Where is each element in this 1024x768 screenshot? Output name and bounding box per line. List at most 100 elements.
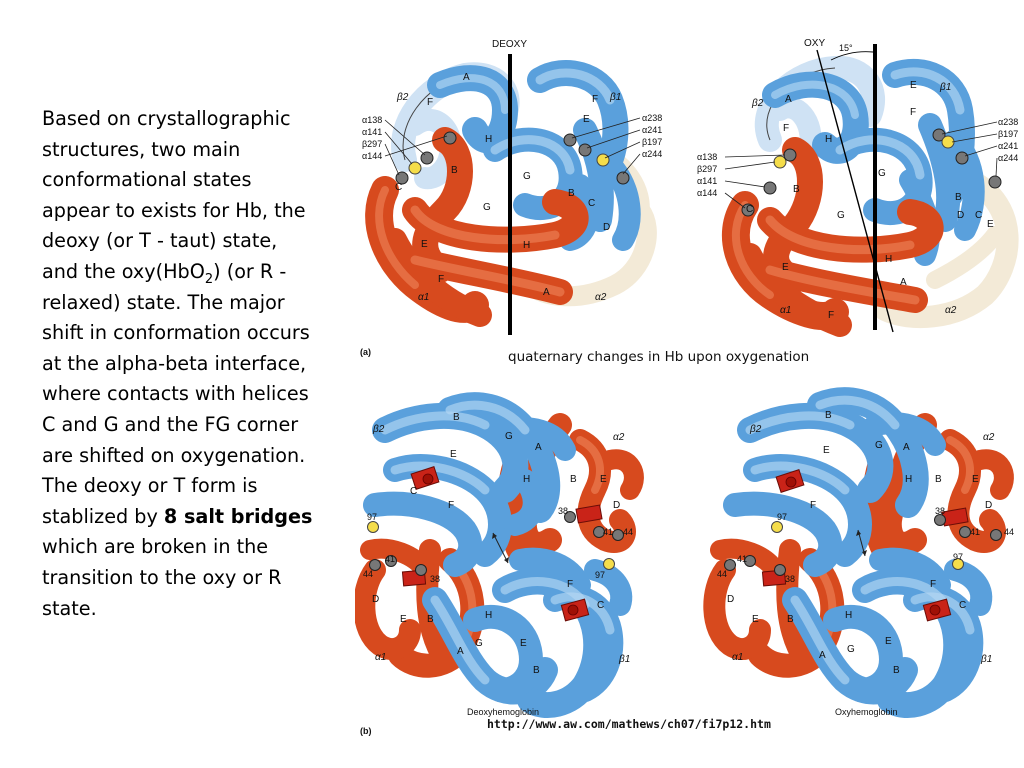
residue-dot <box>959 526 971 538</box>
helix-label: B <box>568 188 575 199</box>
residue-label: β197 <box>998 129 1018 139</box>
helix-label: C <box>395 182 402 193</box>
residue-label: α241 <box>998 141 1018 151</box>
residue-label: β297 <box>697 164 717 174</box>
blue-coil-beta2 <box>363 392 576 577</box>
helix-label: B <box>893 665 900 676</box>
label-beta1: β1 <box>939 82 951 93</box>
text-line: stablized by 8 salt bridges <box>42 502 340 533</box>
helix-label: G <box>878 168 886 179</box>
helix-label: E <box>520 638 527 649</box>
residue-label: 44 <box>623 527 633 537</box>
residue-label: 38 <box>785 574 795 584</box>
residue-dot <box>420 151 434 165</box>
blue-coil-beta1 <box>427 59 641 251</box>
helix-label: G <box>837 210 845 221</box>
text-line: relaxed) state. The major <box>42 290 285 314</box>
helix-label: F <box>448 500 454 511</box>
residue-label: α144 <box>697 188 717 198</box>
heme-groups <box>761 469 969 622</box>
helix-label: E <box>782 262 789 273</box>
text-line: and the oxy(HbO2) (or R - <box>42 257 340 288</box>
helix-label: E <box>450 449 457 460</box>
helix-label: F <box>438 274 444 285</box>
residue-label: 97 <box>777 512 787 522</box>
text-line: at the alpha-beta interface, <box>42 351 307 375</box>
heme-dot <box>596 153 610 167</box>
text-segment: ) (or R - <box>213 259 287 283</box>
helix-label: C <box>975 210 982 221</box>
helix-label: E <box>400 614 407 625</box>
residue-dot <box>369 559 381 571</box>
helix-label: D <box>985 500 992 511</box>
label-beta2: β2 <box>396 92 409 103</box>
helix-label: F <box>930 579 936 590</box>
blue-coil-beta1 <box>422 547 633 718</box>
label-beta1: β1 <box>980 654 992 665</box>
residue-label: 44 <box>717 569 727 579</box>
residue-label: 38 <box>558 506 568 516</box>
helix-label: D <box>957 210 964 221</box>
residue-dot <box>932 128 946 142</box>
label-alpha2: α2 <box>595 292 607 303</box>
helix-label: H <box>485 134 492 145</box>
residue-label: α138 <box>697 152 717 162</box>
label-alpha1: α1 <box>418 292 429 303</box>
text-line: deoxy (or T - taut) state, <box>42 229 278 253</box>
residue-label: 97 <box>367 512 377 522</box>
helix-label: B <box>533 665 540 676</box>
helix-label: E <box>885 636 892 647</box>
hemoglobin-figure: DEOXY β2 β1 α1 α2 α138 α141 β297 α144 α2… <box>355 38 1019 736</box>
residue-label: α141 <box>362 127 382 137</box>
helix-label: B <box>453 412 460 423</box>
residue-dot <box>741 203 755 217</box>
residue-label: 97 <box>595 570 605 580</box>
label-alpha2: α2 <box>613 432 625 443</box>
subscript-2: 2 <box>204 271 214 287</box>
residue-dot <box>443 131 457 145</box>
oxy-leader-lines <box>724 121 998 209</box>
residue-dot <box>385 555 397 567</box>
helix-label: F <box>910 107 916 118</box>
orange-coil-alpha1 <box>365 127 589 327</box>
text-line: C and G and the FG corner <box>42 412 299 436</box>
label-alpha1: α1 <box>375 652 386 663</box>
residue-label: α138 <box>362 115 382 125</box>
residue-dot <box>934 514 946 526</box>
helix-label: A <box>819 650 826 661</box>
text-line: which are broken in the <box>42 535 269 559</box>
helix-label: H <box>905 474 912 485</box>
helix-label: A <box>785 94 792 105</box>
heme-groups <box>401 466 603 622</box>
residue-label: 41 <box>603 527 613 537</box>
residue-dot <box>988 175 1002 189</box>
residue-dot <box>990 529 1002 541</box>
label-alpha1: α1 <box>732 652 743 663</box>
helix-label: H <box>885 254 892 265</box>
text-segment: and the oxy(HbO <box>42 259 205 283</box>
residue-dot <box>563 133 577 147</box>
helix-label: F <box>427 97 433 108</box>
helix-label: G <box>523 171 531 182</box>
helix-label: E <box>823 445 830 456</box>
residue-label: β297 <box>362 139 382 149</box>
residue-dot <box>616 171 630 185</box>
text-line: structures, two main <box>42 137 241 161</box>
helix-label: B <box>955 192 962 203</box>
label-alpha2: α2 <box>983 432 995 443</box>
oxy-residue-dots <box>741 128 1002 217</box>
helix-label: B <box>793 184 800 195</box>
heme-dot <box>367 521 379 533</box>
panel-b-label: (b) <box>360 726 372 736</box>
residue-label: 38 <box>935 506 945 516</box>
residue-dot <box>763 181 777 195</box>
orange-coil-alpha1 <box>722 137 944 337</box>
residue-dot <box>783 148 797 162</box>
helix-label: F <box>810 500 816 511</box>
helix-label: F <box>567 579 573 590</box>
helix-label: H <box>825 134 832 145</box>
source-url: http://www.aw.com/mathews/ch07/fi7p12.ht… <box>487 717 771 731</box>
body-text: Based on crystallographic structures, tw… <box>42 104 340 624</box>
text-line: conformational states <box>42 168 252 192</box>
text-line: are shifted on oxygenation. <box>42 443 306 467</box>
